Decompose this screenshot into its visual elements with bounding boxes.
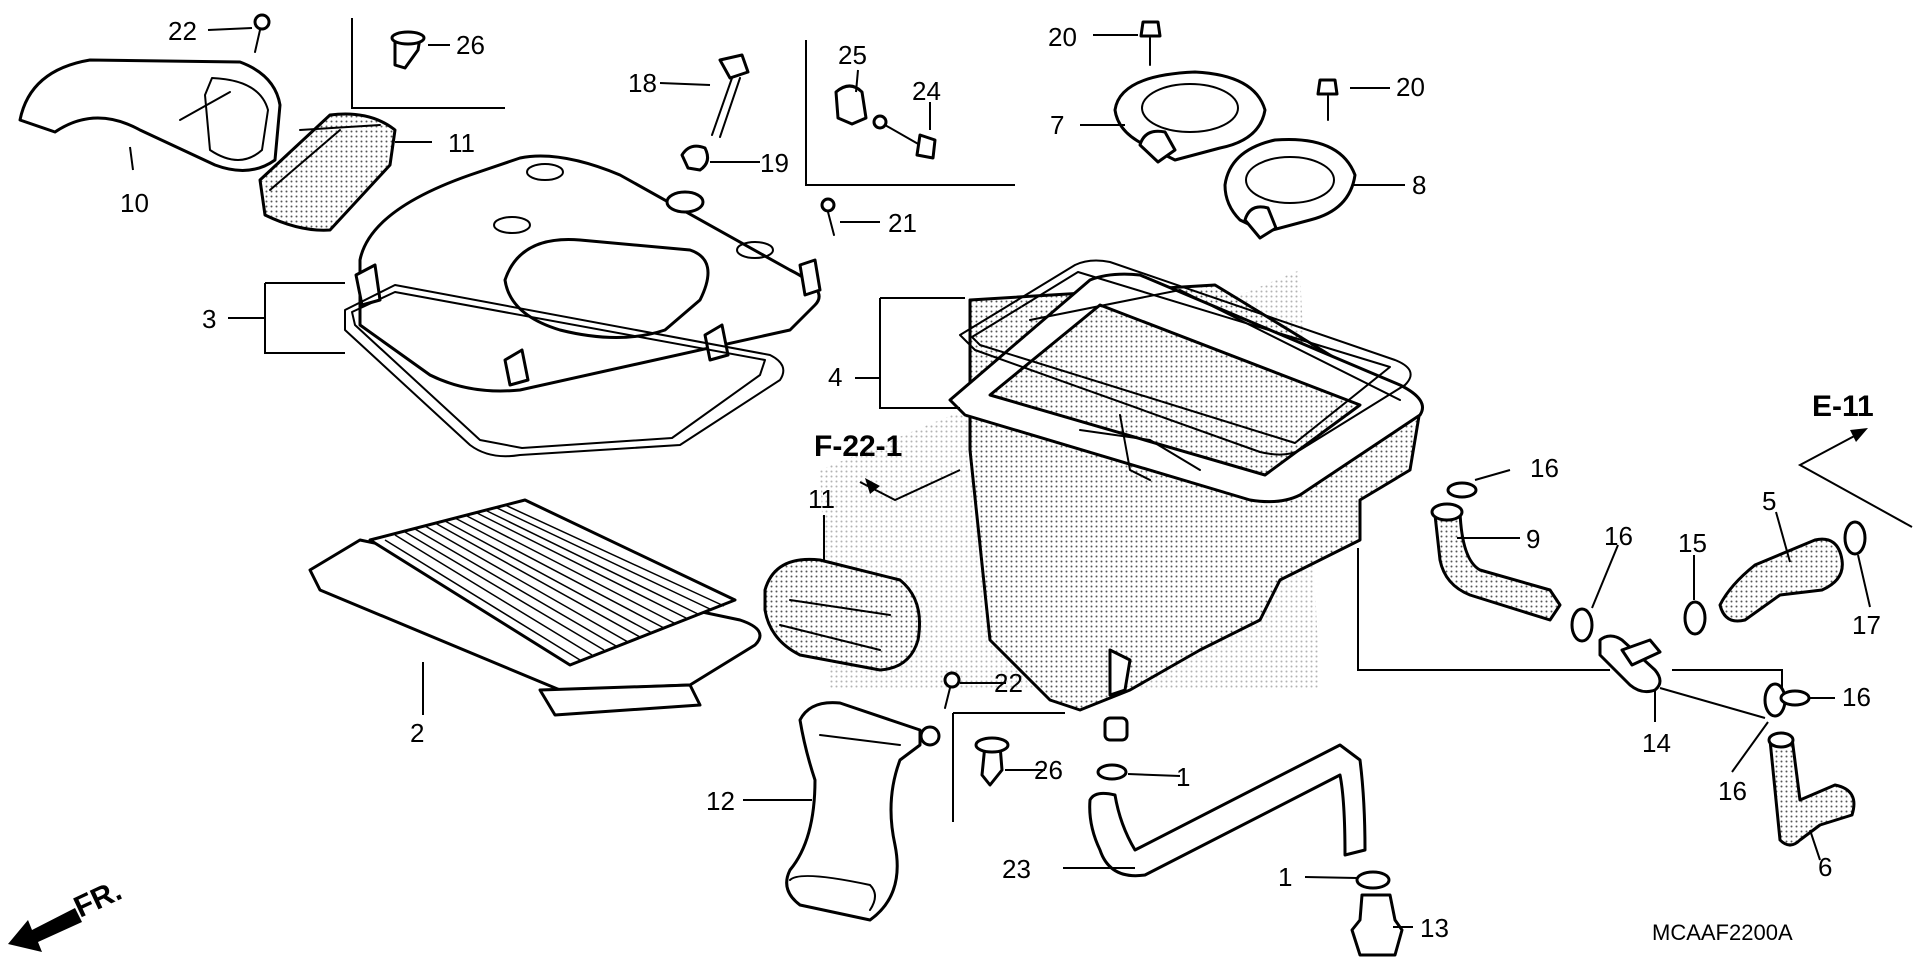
callout-22-bottom: 22 bbox=[994, 668, 1023, 698]
part-23-drain-hose bbox=[1088, 743, 1367, 878]
callout-4: 4 bbox=[828, 362, 842, 392]
part-20-bolt-a bbox=[1139, 20, 1162, 66]
callout-16-c: 16 bbox=[1842, 682, 1871, 712]
part-10-inlet-tube bbox=[18, 58, 282, 172]
part-16-clamp-d bbox=[1779, 689, 1811, 707]
part-22-screw-bottom bbox=[943, 671, 961, 709]
callout-26-top: 26 bbox=[456, 30, 485, 60]
callout-17: 17 bbox=[1852, 610, 1881, 640]
front-arrow-icon bbox=[8, 908, 82, 952]
callout-23: 23 bbox=[1002, 854, 1031, 884]
part-16-clamp-b bbox=[1570, 607, 1594, 643]
callout-18: 18 bbox=[628, 68, 657, 98]
callout-8: 8 bbox=[1412, 170, 1426, 200]
part-11-seal-lower bbox=[763, 557, 922, 672]
callout-24: 24 bbox=[912, 76, 941, 106]
callout-25: 25 bbox=[838, 40, 867, 70]
part-17-clamp bbox=[1843, 520, 1867, 556]
part-19-grommet bbox=[680, 144, 710, 172]
part-1-clip-upper bbox=[1096, 763, 1128, 781]
part-26-clip-top bbox=[390, 30, 426, 70]
part-25-grommet bbox=[834, 84, 868, 126]
callout-20-left: 20 bbox=[1048, 22, 1077, 52]
callout-6: 6 bbox=[1818, 852, 1832, 882]
callout-21: 21 bbox=[888, 208, 917, 238]
callout-1-upper: 1 bbox=[1176, 762, 1190, 792]
callout-14: 14 bbox=[1642, 728, 1671, 758]
separator-lines bbox=[351, 18, 1065, 822]
callout-16-b: 16 bbox=[1604, 521, 1633, 551]
callout-2: 2 bbox=[410, 718, 424, 748]
callout-19: 19 bbox=[760, 148, 789, 178]
part-24-bolt bbox=[872, 114, 937, 160]
diagram-code: MCAAF2200A bbox=[1652, 920, 1793, 945]
callout-13: 13 bbox=[1420, 913, 1449, 943]
part-2-filter-element bbox=[308, 498, 762, 717]
callout-16-a: 16 bbox=[1530, 453, 1559, 483]
part-20-bolt-b bbox=[1316, 78, 1339, 121]
callout-labels: 22 26 10 11 18 19 25 24 21 20 20 7 8 3 4… bbox=[120, 16, 1881, 943]
part-14-joint bbox=[1598, 634, 1662, 694]
part-4-lower-case bbox=[948, 259, 1424, 742]
part-9-hose bbox=[1430, 502, 1562, 622]
part-1-clip-lower bbox=[1355, 870, 1391, 890]
part-12-inlet-duct bbox=[785, 701, 941, 922]
callout-9: 9 bbox=[1526, 524, 1540, 554]
callout-20-right: 20 bbox=[1396, 72, 1425, 102]
reference-f-22-1: F-22-1 bbox=[814, 430, 902, 463]
part-21-screw bbox=[820, 197, 836, 236]
part-6-hose bbox=[1767, 731, 1856, 847]
part-5-hose bbox=[1718, 537, 1844, 623]
part-8-cover bbox=[1223, 137, 1357, 240]
callout-5: 5 bbox=[1762, 486, 1776, 516]
part-26-clip-bottom bbox=[974, 736, 1010, 787]
part-3-upper-case bbox=[344, 154, 822, 458]
part-18-bolt bbox=[711, 53, 750, 138]
callout-26-bottom: 26 bbox=[1034, 755, 1063, 785]
part-16-clamp-a bbox=[1446, 481, 1478, 499]
callout-11-top: 11 bbox=[448, 128, 475, 158]
callout-12: 12 bbox=[706, 786, 735, 816]
reference-e-11: E-11 bbox=[1812, 390, 1874, 423]
callout-10: 10 bbox=[120, 188, 149, 218]
callout-16-d: 16 bbox=[1718, 776, 1747, 806]
leader-lines bbox=[129, 27, 1871, 928]
callout-11-lower: 11 bbox=[808, 484, 835, 514]
callout-1-lower: 1 bbox=[1278, 862, 1292, 892]
part-11-seal-top bbox=[258, 112, 397, 232]
part-13-drain-plug bbox=[1350, 893, 1404, 957]
callout-22-top: 22 bbox=[168, 16, 197, 46]
e11-reference-arrow bbox=[1797, 428, 1913, 528]
f22-reference-arrow bbox=[859, 469, 961, 502]
callout-15: 15 bbox=[1678, 528, 1707, 558]
part-7-cover bbox=[1113, 70, 1267, 164]
part-22-screw-top bbox=[253, 13, 271, 53]
part-15-clamp bbox=[1683, 600, 1707, 636]
callout-7: 7 bbox=[1050, 110, 1064, 140]
callout-3: 3 bbox=[202, 304, 216, 334]
